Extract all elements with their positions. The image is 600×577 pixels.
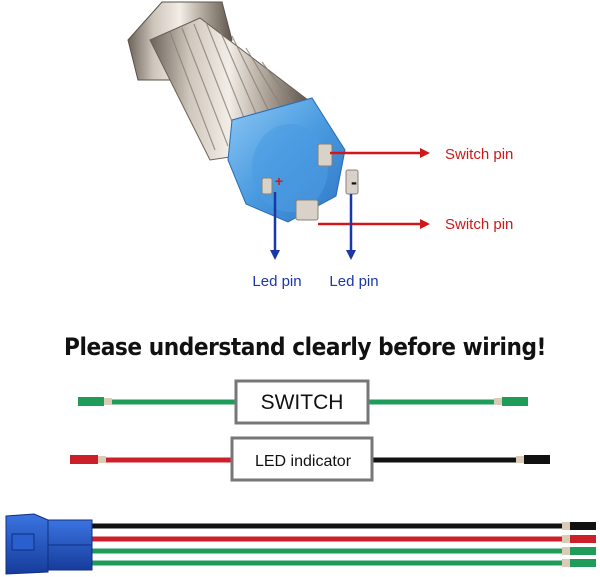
led-wire <box>70 455 550 464</box>
switch-wire <box>78 397 528 406</box>
switch-box <box>234 379 370 425</box>
headline: Please understand clearly before wiring! <box>64 333 546 361</box>
led-box <box>230 436 374 482</box>
switch-label: SWITCH <box>261 391 344 414</box>
metal-switch-icon <box>127 1 359 223</box>
led-label: LED indicator <box>255 453 352 470</box>
led-pin-right-label: Led pin <box>329 273 378 290</box>
plus-symbol: + <box>275 173 283 189</box>
minus-symbol: - <box>351 172 357 192</box>
led-pin-left-label: Led pin <box>252 273 301 290</box>
connector-wires <box>90 522 596 567</box>
switch-pin-bottom-label: Switch pin <box>445 216 513 233</box>
switch-pin-top-label: Switch pin <box>445 146 513 163</box>
blue-connector-icon <box>5 513 93 575</box>
